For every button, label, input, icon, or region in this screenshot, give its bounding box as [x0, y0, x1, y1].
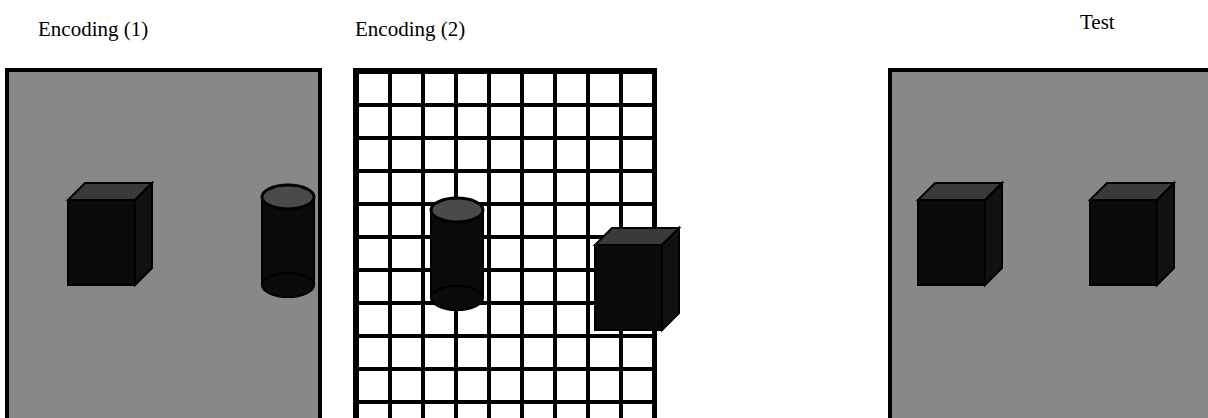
gray-panel [890, 70, 1208, 418]
cube [918, 183, 1002, 285]
cube [595, 228, 679, 330]
panel: Encoding (1) [5, 0, 322, 418]
cylinder [262, 185, 314, 297]
cube [68, 183, 152, 285]
panel: Test [888, 0, 1208, 418]
panel-heading: Encoding (2) [355, 17, 465, 42]
panel: Encoding (2) [353, 0, 657, 418]
panel-heading: Test [1080, 10, 1115, 35]
gray-panel [7, 70, 320, 418]
cube [1090, 183, 1174, 285]
panel-heading: Encoding (1) [38, 17, 148, 42]
cylinder [431, 198, 483, 310]
